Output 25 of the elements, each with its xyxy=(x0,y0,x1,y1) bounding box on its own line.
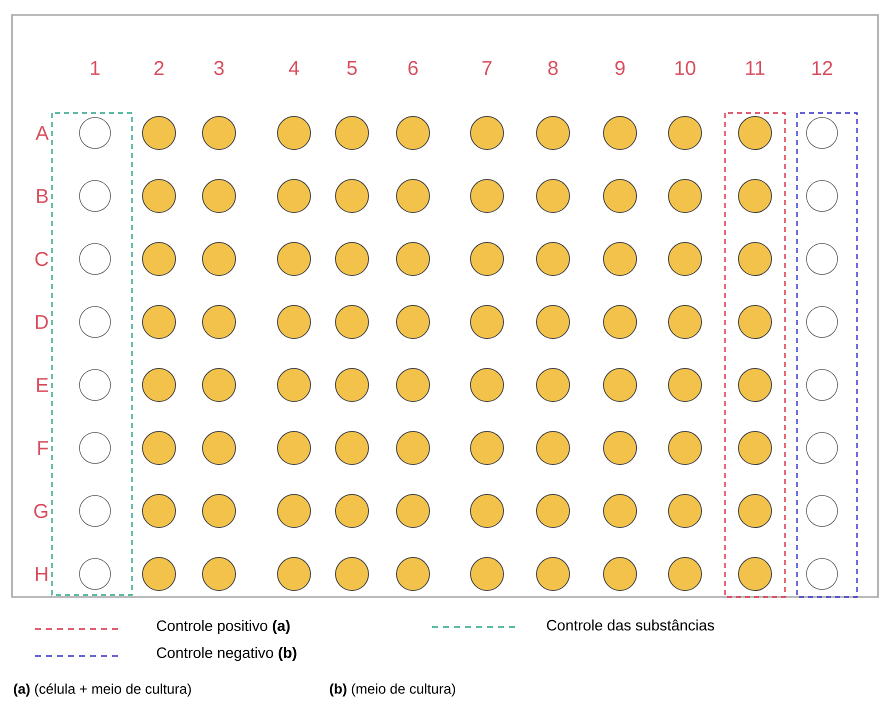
row-letter: F xyxy=(38,441,48,455)
column-number: 10 xyxy=(675,60,696,76)
column-number: 3 xyxy=(214,60,224,76)
column-number: 4 xyxy=(288,61,299,75)
row-letter: C xyxy=(35,252,48,266)
row-letter: E xyxy=(37,378,48,392)
column-number: 1 xyxy=(90,61,100,75)
row-letter: G xyxy=(34,504,48,518)
column-number: 2 xyxy=(154,61,164,75)
row-letter: A xyxy=(36,126,49,140)
column-number: 5 xyxy=(347,61,357,75)
column-number: 11 xyxy=(746,61,764,75)
column-number: 7 xyxy=(482,61,492,75)
legend-text: Controle positivo (a) xyxy=(156,620,290,634)
legend-text: Controle das substâncias xyxy=(546,619,714,631)
legend-text: Controle negativo (b) xyxy=(156,647,296,661)
column-number: 8 xyxy=(548,60,558,76)
footnote: (a) (célula + meio de cultura) xyxy=(14,683,191,697)
row-letter: D xyxy=(36,315,48,329)
column-number: 12 xyxy=(812,61,832,75)
row-letter: B xyxy=(37,189,48,203)
row-letter: H xyxy=(36,567,48,581)
column-number: 6 xyxy=(408,60,418,76)
footnote: (b) (meio de cultura) xyxy=(330,683,456,697)
column-number: 9 xyxy=(615,60,625,76)
